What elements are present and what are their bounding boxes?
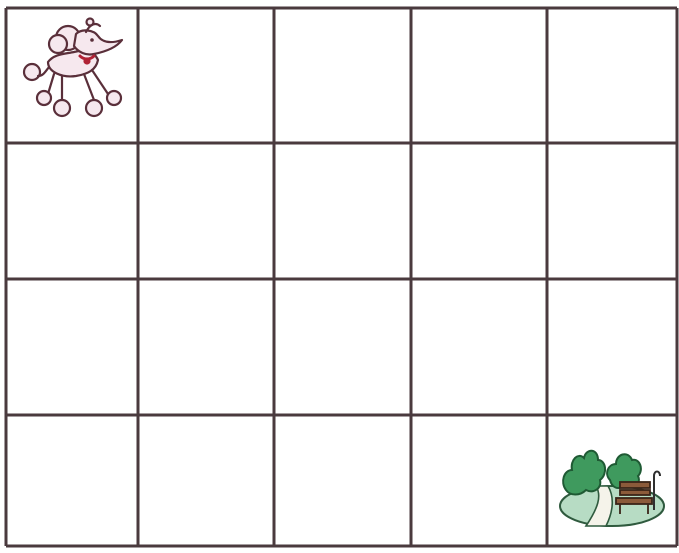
poodle-icon [18,14,128,126]
grid-cell-r1-c3[interactable] [274,8,411,143]
grid-cell-r4-c4[interactable] [411,415,547,546]
poodle-piece[interactable] [18,14,128,126]
grid-cell-r4-c3[interactable] [274,415,411,546]
grid-cell-r2-c4[interactable] [411,143,547,279]
grid-cell-r2-c3[interactable] [274,143,411,279]
grid-cell-r2-c5[interactable] [547,143,677,279]
grid-cell-r3-c5[interactable] [547,279,677,415]
grid-cell-r1-c4[interactable] [411,8,547,143]
park-piece[interactable] [556,430,668,532]
grid-cell-r2-c1[interactable] [6,143,138,279]
grid-cell-r2-c2[interactable] [138,143,274,279]
park-bench-icon [556,430,668,532]
grid-cell-r3-c1[interactable] [6,279,138,415]
grid-cell-r1-c2[interactable] [138,8,274,143]
grid-cell-r4-c1[interactable] [6,415,138,546]
grid-cell-r3-c3[interactable] [274,279,411,415]
grid-cell-r3-c2[interactable] [138,279,274,415]
grid-cell-r3-c4[interactable] [411,279,547,415]
grid-cell-r1-c5[interactable] [547,8,677,143]
grid-cell-r4-c2[interactable] [138,415,274,546]
